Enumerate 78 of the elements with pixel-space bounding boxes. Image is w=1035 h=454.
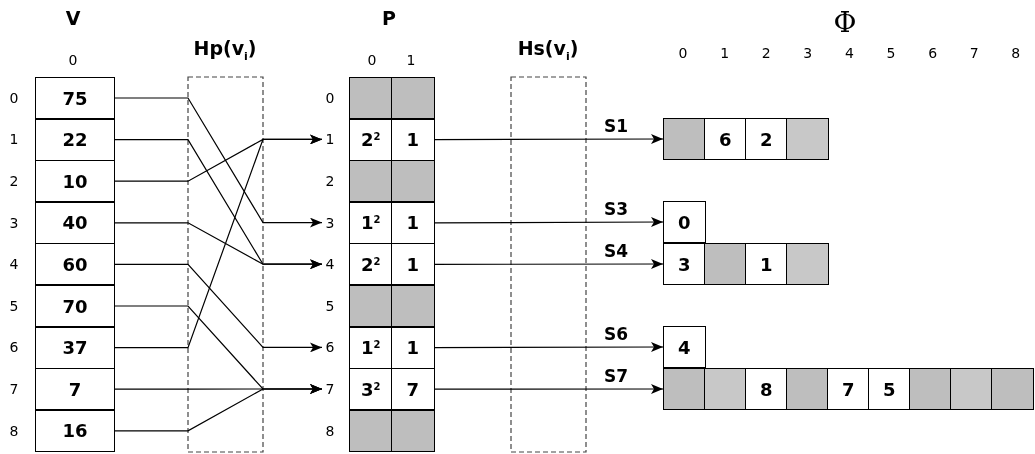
column-index: 8 — [1011, 45, 1021, 61]
row-index: 4 — [322, 254, 338, 275]
array-cell: 6 — [704, 118, 747, 160]
column-index: 0 — [68, 52, 78, 68]
table-cell: 1$^{2}$ — [349, 201, 393, 244]
row-index: 2 — [9, 173, 19, 189]
column-index: 1 — [406, 52, 416, 68]
row-index: 1 — [322, 129, 338, 150]
row-index: 6 — [9, 339, 19, 356]
edge-label: S3 — [603, 200, 630, 218]
value-cell: 22 — [35, 118, 115, 161]
edge-label: S6 — [603, 325, 630, 343]
array-cell: 8 — [745, 368, 788, 410]
arrow — [433, 134, 664, 145]
column-index: 1 — [720, 45, 730, 61]
array-title: P — [382, 7, 396, 29]
row-index: 4 — [9, 256, 19, 273]
value-cell: 16 — [35, 409, 115, 452]
column-index: 5 — [886, 45, 896, 61]
table-cell: 1 — [391, 243, 435, 286]
arrow — [114, 222, 323, 270]
array-cell: 5 — [868, 368, 911, 410]
table-cell: 1$^{2}$ — [349, 326, 393, 369]
table-cell: 2$^{2}$ — [349, 118, 393, 161]
row-index: 0 — [322, 87, 338, 108]
value-cell: 10 — [35, 160, 115, 203]
table-cell: 1 — [391, 201, 435, 244]
edge-label: S7 — [603, 367, 630, 385]
row-index: 3 — [9, 214, 19, 231]
arrow — [433, 217, 664, 228]
column-index: 6 — [928, 45, 938, 61]
table-cell: 7 — [391, 368, 435, 411]
row-index: 7 — [322, 379, 338, 399]
row-index: 3 — [322, 212, 338, 233]
row-index: 7 — [9, 381, 19, 397]
table-cell: 3$^{2}$ — [349, 368, 393, 411]
array-cell: 2 — [745, 118, 788, 160]
array-cell: 7 — [827, 368, 870, 410]
column-index: 4 — [844, 45, 854, 61]
array-title: Hp(v$_{i}$) — [193, 37, 257, 63]
arrow — [114, 384, 323, 432]
array-cell: 1 — [745, 243, 788, 285]
column-index: 0 — [367, 52, 377, 68]
array-title: V — [65, 7, 81, 29]
array-cell: 0 — [663, 201, 706, 243]
column-index: 3 — [803, 45, 813, 61]
array-title: Φ — [833, 5, 857, 39]
arrow — [114, 134, 323, 349]
table-cell: 2$^{2}$ — [349, 243, 393, 286]
row-index: 2 — [322, 171, 338, 191]
column-index: 0 — [678, 45, 688, 61]
value-cell: 40 — [35, 201, 115, 244]
column-index: 7 — [969, 45, 979, 61]
value-cell: 7 — [35, 368, 115, 411]
row-index: 0 — [9, 89, 19, 106]
row-index: 8 — [9, 422, 19, 439]
row-index: 5 — [9, 297, 19, 314]
value-cell: 60 — [35, 243, 115, 286]
value-cell: 37 — [35, 326, 115, 369]
value-cell: 70 — [35, 285, 115, 327]
row-index: 6 — [322, 337, 338, 358]
array-cell: 3 — [663, 243, 706, 285]
arrow — [433, 342, 664, 353]
row-index: 8 — [322, 420, 338, 441]
array-title: Hs(v$_{i}$) — [517, 37, 579, 63]
row-index: 1 — [9, 131, 19, 148]
arrow — [114, 263, 323, 353]
value-cell: 75 — [35, 77, 115, 119]
table-cell: 1 — [391, 118, 435, 161]
edge-label: S1 — [603, 117, 630, 135]
column-index: 2 — [761, 45, 771, 61]
arrow — [433, 384, 664, 394]
edge-label: S4 — [603, 242, 630, 260]
row-index: 5 — [322, 295, 338, 316]
array-cell: 4 — [663, 326, 706, 368]
table-cell: 1 — [391, 326, 435, 369]
arrow — [433, 259, 664, 269]
arrow — [114, 97, 323, 228]
